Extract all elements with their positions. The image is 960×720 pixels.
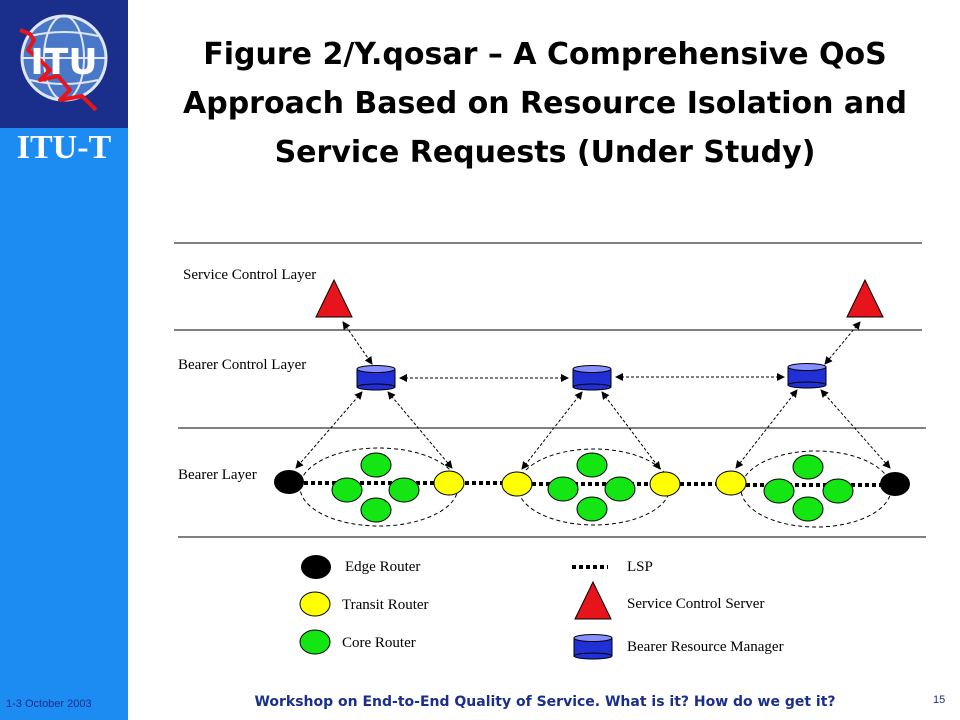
- footer-workshop-title: Workshop on End-to-End Quality of Servic…: [254, 694, 836, 710]
- core-router-l4: [360, 497, 392, 523]
- slide-title: Figure 2/Y.qosar – A Comprehensive QoS A…: [183, 37, 907, 170]
- core-router-r3: [822, 478, 854, 504]
- page-number: 15: [933, 694, 946, 706]
- sidebar: ITU ITU-T 1-3 October 2003: [0, 0, 128, 720]
- legend-bearer-resource-manager-symbol: [573, 634, 613, 660]
- legend-edge-router-label: Edge Router: [345, 559, 421, 575]
- legend-transit-router-symbol: [299, 591, 331, 617]
- logo-text: ITU: [30, 42, 97, 83]
- core-router-c4: [576, 496, 608, 522]
- arrow-brm-center-transit-right: [601, 391, 661, 470]
- bearer-resource-manager-center: [572, 365, 612, 391]
- legend-service-control-server-symbol: [574, 580, 612, 620]
- core-router-r1: [792, 454, 824, 480]
- globe-icon: ITU: [19, 14, 108, 112]
- legend: [299, 555, 613, 660]
- transit-router-4: [715, 470, 747, 496]
- core-router-c2: [547, 476, 579, 502]
- edge-router-right: [880, 472, 910, 496]
- arrow-brm-left-edge: [295, 391, 363, 469]
- edge-router-left: [274, 470, 304, 494]
- legend-lsp-label: LSP: [627, 559, 653, 575]
- legend-core-router-label: Core Router: [342, 635, 416, 651]
- brand-name: ITU-T: [16, 129, 112, 166]
- itu-logo: ITU: [0, 0, 128, 128]
- core-router-l3: [388, 477, 420, 503]
- core-router-l1: [360, 452, 392, 478]
- service-control-server-right: [846, 278, 884, 318]
- transit-router-1: [433, 470, 465, 496]
- arrow-brm-right-transit: [735, 389, 798, 469]
- arrow-brm-right-edge: [820, 389, 891, 469]
- layer-label-service-control: Service Control Layer: [183, 267, 317, 283]
- legend-core-router-symbol: [299, 629, 331, 655]
- arrow-brm-center-transit-left: [521, 391, 583, 470]
- transit-router-3: [649, 471, 681, 497]
- arrow-scs-right-brm: [824, 321, 861, 365]
- bearer-resource-manager-right: [787, 363, 827, 389]
- legend-bearer-resource-manager-label: Bearer Resource Manager: [627, 639, 784, 655]
- legend-edge-router-symbol: [301, 555, 331, 579]
- legend-service-control-server-label: Service Control Server: [627, 596, 765, 612]
- signalling-arrows: [295, 321, 891, 470]
- transit-router-2: [501, 471, 533, 497]
- core-router-c1: [576, 452, 608, 478]
- bearer-resource-manager-left: [356, 365, 396, 391]
- layer-label-bearer-control: Bearer Control Layer: [178, 357, 307, 373]
- core-router-r2: [763, 478, 795, 504]
- footer-date: 1-3 October 2003: [6, 698, 92, 710]
- arrow-brm-left-transit: [387, 391, 453, 469]
- legend-transit-router-label: Transit Router: [342, 597, 429, 613]
- core-router-c3: [604, 476, 636, 502]
- core-router-r4: [792, 496, 824, 522]
- transit-routers: [433, 470, 747, 497]
- service-control-server-left: [315, 278, 353, 318]
- core-routers: [331, 452, 854, 523]
- arrow-scs-left-brm: [342, 321, 373, 365]
- layer-label-bearer: Bearer Layer: [178, 467, 257, 483]
- core-router-l2: [331, 477, 363, 503]
